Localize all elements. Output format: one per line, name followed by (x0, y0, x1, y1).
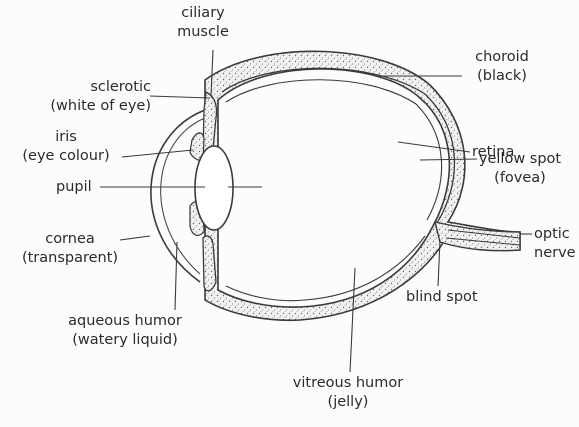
pupil-label: pupil (56, 178, 92, 197)
vitreous-humor-label: vitreous humor (jelly) (258, 374, 438, 412)
sclerotic-label: sclerotic (white of eye) (6, 78, 151, 116)
blind-spot-label: blind spot (406, 288, 478, 307)
optic-nerve-label: optic nerve (534, 225, 576, 263)
iris-label: iris (eye colour) (6, 128, 126, 166)
choroid-line (222, 68, 454, 223)
retina-line (226, 80, 442, 220)
retina-lower-line (226, 236, 425, 301)
choroid-label: choroid (black) (452, 48, 552, 86)
cornea-label: cornea (transparent) (10, 230, 130, 268)
lens (195, 146, 233, 230)
yellow-spot-label: yellow spot (fovea) (464, 150, 576, 188)
aqueous-humor-label: aqueous humor (watery liquid) (50, 312, 200, 350)
ciliary-muscle-label: ciliary muscle (160, 4, 246, 42)
